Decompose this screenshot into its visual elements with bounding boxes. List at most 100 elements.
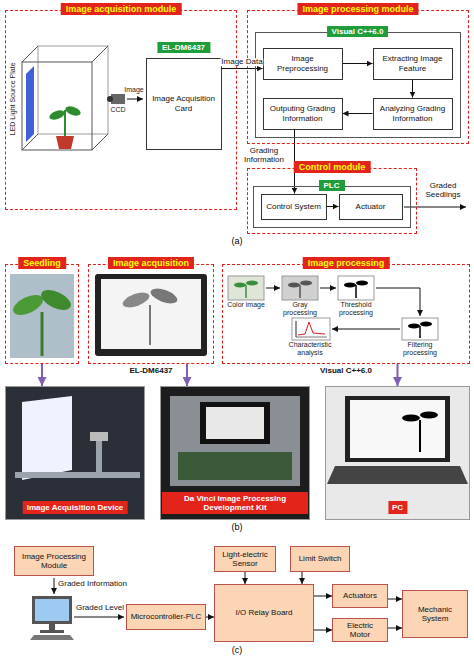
panel-letter: (c) <box>217 646 257 656</box>
process-box: Actuator <box>339 194 403 220</box>
box-heading: Image processing <box>303 257 390 269</box>
annotation: Graded Information <box>58 580 138 589</box>
annotation: Threshold processing <box>334 301 378 316</box>
frame-rail <box>15 472 140 478</box>
pc-photo <box>325 386 470 520</box>
image-arrow <box>127 99 143 100</box>
box-label: Image Processing Module <box>15 552 93 570</box>
monitor-frame <box>95 274 207 356</box>
box-label: Mechanic System <box>403 605 467 623</box>
thumb-color <box>228 276 264 300</box>
box-heading: PLC <box>319 180 345 191</box>
step-arrow <box>332 329 400 330</box>
box-heading: EL-DM6437 <box>157 42 210 53</box>
process-box: Extracting Image Feature <box>373 48 453 80</box>
box-heading: Image acquisition <box>108 257 194 269</box>
kit-display <box>206 407 264 439</box>
box-label: Actuator <box>353 202 389 211</box>
screen-leaf <box>121 290 151 311</box>
ccd-camera <box>111 94 125 104</box>
connector-arrow <box>343 113 373 114</box>
box-heading: Visual C++6.0 <box>327 26 389 37</box>
chamber-edge <box>92 46 108 62</box>
step-arrow <box>266 288 280 289</box>
stage-box: Seedling <box>5 264 79 364</box>
computer-stand <box>49 624 55 630</box>
thumb-leaf <box>344 283 356 288</box>
component-box: Mechanic System <box>402 590 468 638</box>
annotation: Visual C++6.0 <box>311 367 381 376</box>
card-box: EL-DM6437Image Acquisition Card <box>146 58 222 150</box>
photo-caption: Image Acquisition Device <box>23 501 128 514</box>
component-box: Limit Switch <box>290 546 350 572</box>
connector-arrow <box>245 572 246 584</box>
connector-arrow <box>314 630 332 631</box>
software-box: PLCControl SystemActuator <box>253 186 411 228</box>
growth-chamber <box>22 46 108 150</box>
photo-panel: Da Vinci Image Processing Development Ki… <box>160 386 310 520</box>
screen-leaf <box>402 415 420 422</box>
photo-stem <box>41 312 44 356</box>
box-label: Image Acquisition Card <box>147 94 221 112</box>
thumb-stem <box>245 285 247 298</box>
connector-arrow <box>343 63 373 64</box>
photo-caption: Da Vinci Image Processing Development Ki… <box>162 492 308 514</box>
component-box: Light-electric Sensor <box>214 546 276 572</box>
connector-arrow <box>206 617 214 618</box>
thumb-chart <box>292 318 330 340</box>
laptop-lid <box>345 396 450 462</box>
thumb-leaf <box>356 281 368 286</box>
process-box: Image Preprocessing <box>263 48 343 80</box>
photo-leaf <box>38 286 74 314</box>
annotation: EL-DM6437 <box>116 367 186 376</box>
box-label: Light-electric Sensor <box>215 550 275 568</box>
thumb-stem <box>419 326 421 338</box>
annotation: Image <box>122 86 146 94</box>
box-heading: Control module <box>294 161 371 173</box>
thumb-gray <box>282 276 318 300</box>
laptop-base <box>327 466 468 484</box>
screen-leaf <box>149 286 179 307</box>
connector-arrow <box>314 596 332 597</box>
thumb-leaf <box>246 281 258 286</box>
chamber-edge <box>22 46 38 62</box>
edge-label: Image Data <box>220 58 263 67</box>
camera-mount <box>90 432 108 441</box>
seedling-photo <box>10 274 74 358</box>
device-photo <box>5 386 145 520</box>
computer-screen <box>35 599 69 621</box>
thumb-leaf <box>408 324 420 329</box>
thumb-stem <box>355 285 357 298</box>
led-plate <box>26 66 34 142</box>
box-label: Outputing Grading Information <box>264 104 342 122</box>
camera-lens <box>107 96 113 102</box>
box-heading: Image processing module <box>297 3 418 15</box>
annotation: Graded Seedlings <box>418 182 468 200</box>
screen-leaf <box>420 412 438 419</box>
thumb-leaf <box>300 281 312 286</box>
component-box: Image Processing Module <box>14 546 94 576</box>
photo-panel: PC <box>325 386 470 520</box>
thumb-leaf <box>288 283 300 288</box>
step-arrow <box>376 288 420 316</box>
software-box: Visual C++6.0Image PreprocessingExtracti… <box>255 32 461 138</box>
chamber-front <box>22 62 92 150</box>
chart-axes <box>296 321 327 337</box>
box-label: Microcontroller-PLC <box>128 612 205 621</box>
box-heading: Image acquisition module <box>61 3 182 15</box>
part-name: LED Light Source Plate <box>9 59 17 139</box>
thumb-threshold <box>338 276 374 300</box>
connector-arrow <box>302 572 303 584</box>
thumb-leaf <box>234 283 246 288</box>
screen-stem <box>149 305 151 345</box>
photo-caption: PC <box>388 501 407 514</box>
box-label: Actuators <box>340 591 380 600</box>
computer-base <box>40 630 64 633</box>
process-box: Control System <box>261 194 327 220</box>
plant-leaf <box>64 105 82 118</box>
photo-panel: Image Acquisition Device <box>5 386 145 520</box>
computer-keyboard <box>30 635 74 640</box>
light-panel <box>22 396 72 480</box>
connector-arrow <box>388 599 402 600</box>
plant-pot <box>56 136 74 149</box>
